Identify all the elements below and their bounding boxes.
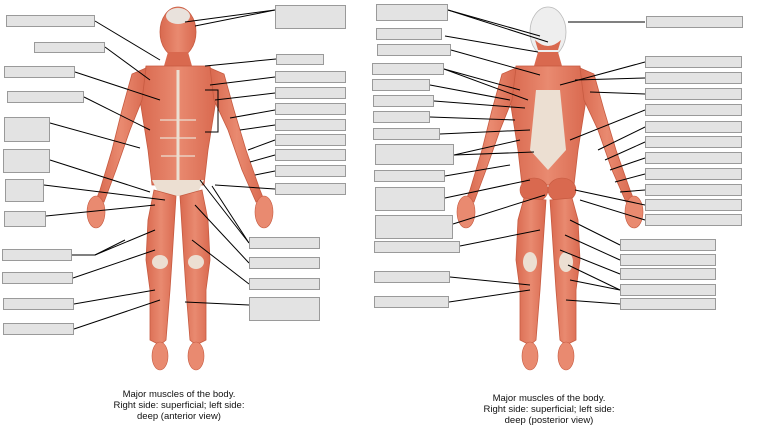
anterior-left-foot xyxy=(151,341,169,371)
posterior-caption-line: Right side: superficial; left side: xyxy=(483,404,615,415)
posterior-figure xyxy=(456,6,644,371)
label-box-posterior-right[interactable] xyxy=(645,88,742,100)
label-box-anterior-left[interactable] xyxy=(34,42,105,53)
label-box-anterior-right[interactable] xyxy=(275,119,346,131)
label-box-anterior-left[interactable] xyxy=(4,66,75,78)
posterior-caption-line: deep (posterior view) xyxy=(504,415,594,426)
label-box-posterior-left[interactable] xyxy=(374,271,450,283)
label-box-anterior-right[interactable] xyxy=(275,183,346,195)
anterior-right-arm xyxy=(209,67,265,203)
label-box-posterior-right[interactable] xyxy=(646,16,743,28)
label-box-posterior-left[interactable] xyxy=(373,111,430,123)
label-box-anterior-right[interactable] xyxy=(249,257,320,269)
posterior-left-hand xyxy=(456,195,476,229)
label-box-anterior-right[interactable] xyxy=(249,237,320,249)
anterior-right-hand xyxy=(254,195,274,229)
label-box-anterior-left[interactable] xyxy=(5,179,44,202)
label-box-anterior-left[interactable] xyxy=(3,323,74,335)
label-box-posterior-left[interactable] xyxy=(377,44,451,56)
label-box-posterior-right[interactable] xyxy=(645,56,742,68)
anterior-caption-line: Right side: superficial; left side: xyxy=(113,400,245,411)
label-box-posterior-left[interactable] xyxy=(375,187,445,211)
label-box-anterior-left[interactable] xyxy=(6,15,95,27)
label-box-posterior-left[interactable] xyxy=(374,170,445,182)
label-box-posterior-right[interactable] xyxy=(645,121,742,133)
label-box-anterior-right[interactable] xyxy=(275,149,346,161)
label-box-posterior-left[interactable] xyxy=(373,128,440,140)
posterior-right-foot xyxy=(557,341,575,371)
label-box-posterior-right[interactable] xyxy=(645,214,742,226)
label-box-anterior-right[interactable] xyxy=(275,134,346,146)
label-box-anterior-right[interactable] xyxy=(275,165,346,177)
anterior-caption-line: Major muscles of the body. xyxy=(122,389,236,400)
label-box-posterior-right[interactable] xyxy=(645,136,742,148)
label-box-posterior-left[interactable] xyxy=(374,241,460,253)
label-box-posterior-right[interactable] xyxy=(645,184,742,196)
label-box-anterior-right[interactable] xyxy=(249,297,320,321)
label-box-posterior-right[interactable] xyxy=(645,168,742,180)
label-box-posterior-right[interactable] xyxy=(645,72,742,84)
label-box-posterior-left[interactable] xyxy=(372,79,430,91)
posterior-left-arm xyxy=(465,67,517,203)
label-box-posterior-left[interactable] xyxy=(373,95,434,107)
label-box-anterior-left[interactable] xyxy=(7,91,84,103)
label-box-anterior-right[interactable] xyxy=(275,87,346,99)
label-box-anterior-left[interactable] xyxy=(3,149,50,173)
label-box-posterior-left[interactable] xyxy=(376,4,448,21)
posterior-caption-line: Major muscles of the body. xyxy=(492,393,606,404)
label-box-anterior-left[interactable] xyxy=(3,298,74,310)
label-box-anterior-left[interactable] xyxy=(2,249,72,261)
leader-lines xyxy=(43,9,646,330)
label-box-posterior-right[interactable] xyxy=(620,254,716,266)
anterior-caption-line: deep (anterior view) xyxy=(137,411,221,422)
label-box-anterior-right[interactable] xyxy=(275,71,346,83)
label-box-posterior-left[interactable] xyxy=(372,63,444,75)
label-box-posterior-right[interactable] xyxy=(620,298,716,310)
label-box-posterior-right[interactable] xyxy=(645,152,742,164)
label-box-anterior-right[interactable] xyxy=(276,54,324,65)
label-box-posterior-left[interactable] xyxy=(375,144,454,165)
posterior-neck xyxy=(534,52,562,66)
label-box-anterior-left[interactable] xyxy=(2,272,73,284)
label-box-anterior-left[interactable] xyxy=(4,117,50,142)
label-box-posterior-right[interactable] xyxy=(645,199,742,211)
anterior-neck xyxy=(164,52,192,66)
anterior-pelvis-band xyxy=(152,180,204,196)
label-box-anterior-left[interactable] xyxy=(4,211,46,227)
anterior-left-arm xyxy=(95,67,147,203)
label-box-posterior-right[interactable] xyxy=(620,239,716,251)
label-box-anterior-right[interactable] xyxy=(275,103,346,115)
label-box-anterior-right[interactable] xyxy=(275,5,346,29)
label-box-posterior-right[interactable] xyxy=(645,104,742,116)
anterior-caption: Major muscles of the body. Right side: s… xyxy=(84,389,274,422)
label-box-posterior-left[interactable] xyxy=(375,215,453,239)
anterior-right-foot xyxy=(187,341,205,371)
label-box-posterior-left[interactable] xyxy=(374,296,449,308)
posterior-right-arm xyxy=(579,67,635,203)
label-box-posterior-right[interactable] xyxy=(620,268,716,280)
posterior-fascia xyxy=(530,90,566,170)
posterior-left-foot xyxy=(521,341,539,371)
label-box-posterior-left[interactable] xyxy=(376,28,442,40)
label-box-posterior-right[interactable] xyxy=(620,284,716,296)
posterior-caption: Major muscles of the body. Right side: s… xyxy=(454,393,644,426)
anterior-skull-cap xyxy=(166,8,190,24)
label-box-anterior-right[interactable] xyxy=(249,278,320,290)
anterior-figure xyxy=(86,6,274,371)
